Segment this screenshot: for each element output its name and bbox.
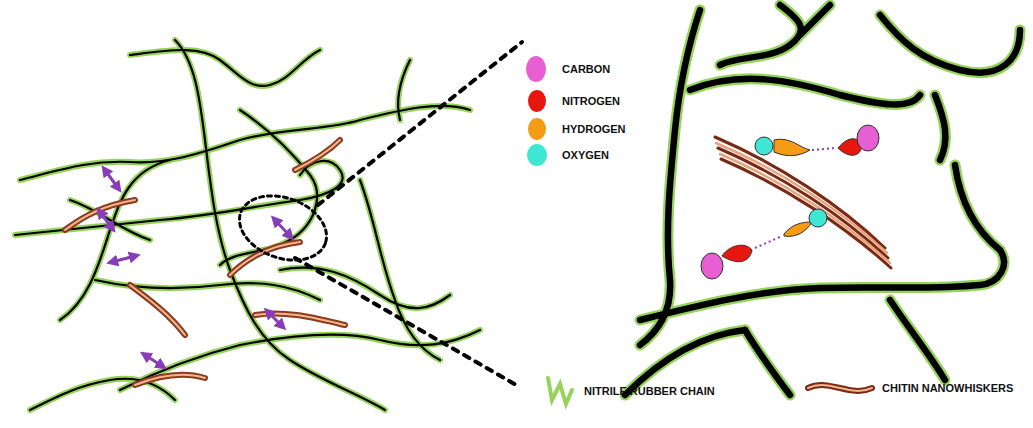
- legend-label: HYDROGEN: [562, 124, 626, 135]
- zoomed-network: [625, 5, 1020, 395]
- hydrogen-bond-top: [755, 125, 879, 156]
- rubber-outline: [15, 40, 480, 410]
- hydrogen-bond-bottom: [701, 209, 827, 279]
- zoom-circle: [230, 184, 335, 271]
- legend-label: NITRILE RUBBER CHAIN: [584, 386, 715, 397]
- legend-line-samples: [548, 378, 872, 404]
- zoom-line: [295, 258, 518, 386]
- legend-label: NITROGEN: [562, 96, 620, 107]
- legend-label: OXYGEN: [562, 150, 609, 161]
- legend-swatch: [528, 90, 546, 112]
- legend-swatch: [527, 144, 547, 166]
- interaction-arrows: [100, 170, 290, 366]
- legend-swatch: [526, 56, 546, 82]
- legend-label: CHITIN NANOWHISKERS: [882, 383, 1013, 394]
- chitin-whiskers: [65, 140, 345, 385]
- legend-label: CARBON: [562, 64, 610, 75]
- zoom-line: [318, 42, 522, 205]
- legend-swatch: [528, 118, 546, 140]
